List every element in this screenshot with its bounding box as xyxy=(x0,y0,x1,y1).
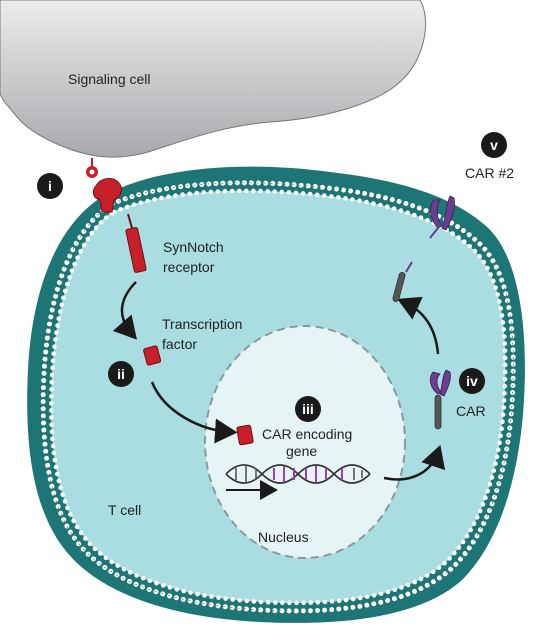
tf-label-line2: factor xyxy=(162,336,197,352)
synnotch-label-line2: receptor xyxy=(163,259,215,275)
svg-text:iii: iii xyxy=(302,401,314,417)
arrow-receptor-to-tf xyxy=(112,281,137,340)
gene-label-line1: CAR encoding xyxy=(262,426,352,442)
synnotch-receptor-icon xyxy=(125,213,147,273)
t-cell-membrane-inner xyxy=(48,188,508,606)
car2-receptor-icon xyxy=(429,195,455,239)
t-cell-label: T cell xyxy=(108,502,141,518)
svg-text:ii: ii xyxy=(117,366,125,382)
step-badge-v: v xyxy=(481,132,507,158)
signaling-cell-label: Signaling cell xyxy=(68,71,151,87)
step-badge-iv: iv xyxy=(459,368,485,394)
gene-label-line2: gene xyxy=(286,443,317,459)
svg-text:iv: iv xyxy=(466,373,478,389)
step-badge-iii: iii xyxy=(295,396,321,422)
nucleus xyxy=(204,325,406,559)
car-receptor-icon xyxy=(429,369,451,430)
car-label: CAR xyxy=(456,403,486,419)
transcription-factor-icon xyxy=(143,345,162,366)
tf-bound-icon xyxy=(236,424,254,446)
dna-helix-icon xyxy=(225,464,371,484)
car2-label: CAR #2 xyxy=(465,165,514,181)
svg-text:i: i xyxy=(48,178,52,194)
membrane-texture xyxy=(42,182,514,612)
arrow-gene-to-car xyxy=(383,444,446,481)
svg-text:v: v xyxy=(490,137,498,153)
nucleus-label: Nucleus xyxy=(258,529,309,545)
step-badge-ii: ii xyxy=(108,361,134,387)
synnotch-label-line1: SynNotch xyxy=(163,239,224,255)
synnotch-receptor-head-icon xyxy=(92,178,122,213)
signaling-cell xyxy=(0,0,427,158)
arrow-tf-to-gene xyxy=(150,381,238,444)
tf-label-line1: Transcription xyxy=(162,316,242,332)
car-traffic-icon xyxy=(392,261,413,302)
arrow-car-to-membrane xyxy=(397,296,440,355)
step-badge-i: i xyxy=(37,173,63,199)
